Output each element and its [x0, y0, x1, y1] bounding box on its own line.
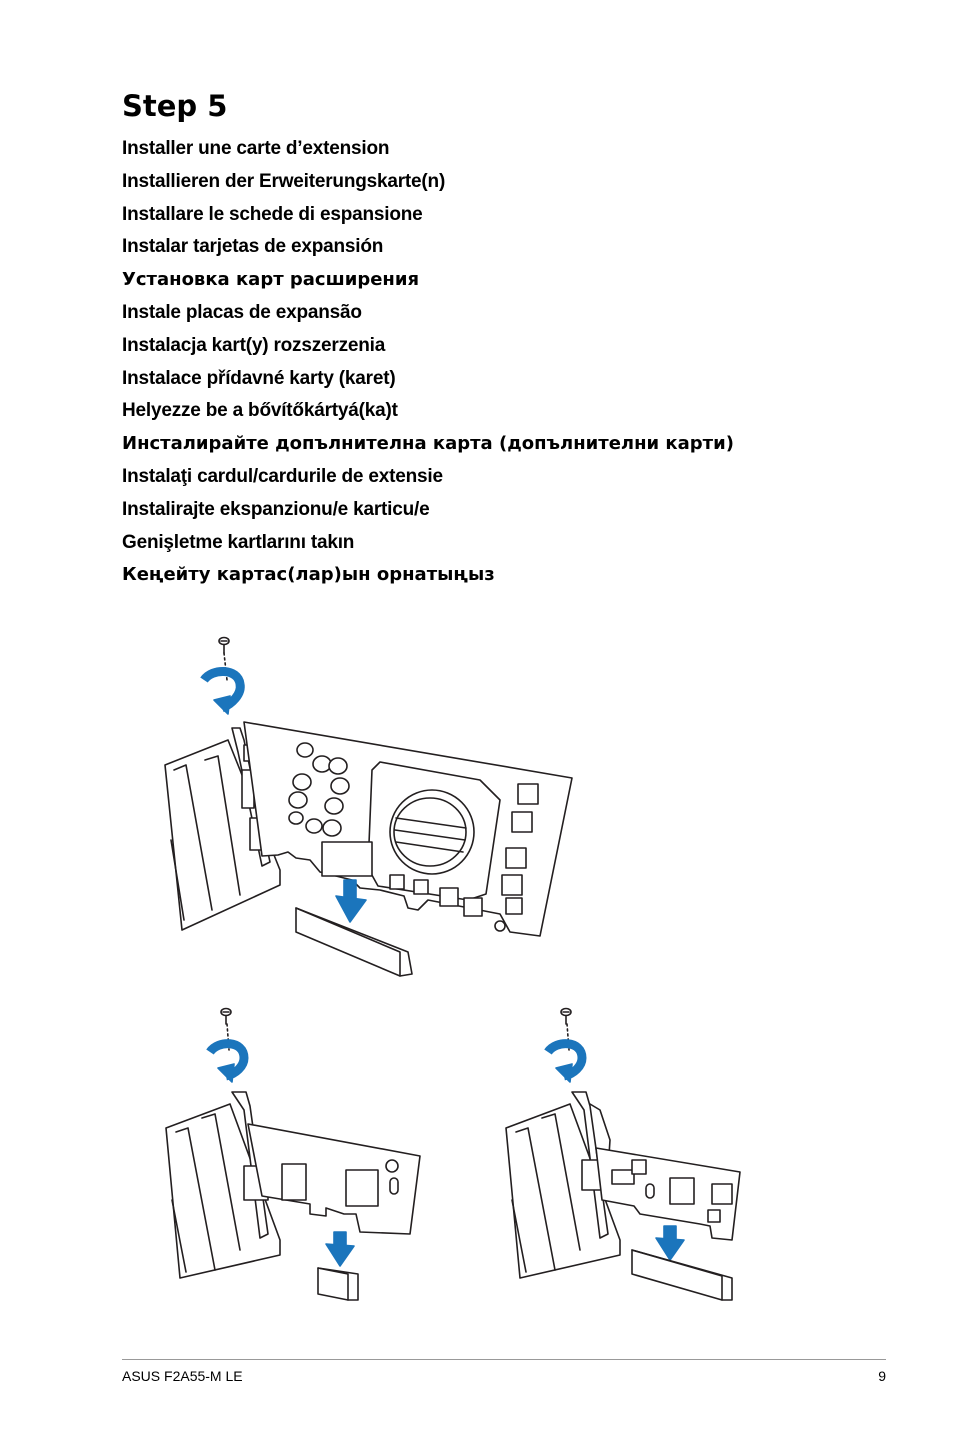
list-item: Кеңейту картас(лар)ын орнатыңыз [122, 564, 495, 586]
list-item: Genişletme kartlarını takın [122, 531, 355, 553]
down-arrow-icon [335, 879, 367, 923]
language-list: Installer une carte d’extension Installi… [122, 136, 734, 595]
list-item: Instalacja kart(y) rozszerzenia [122, 334, 386, 356]
page-title: Step 5 [122, 89, 228, 123]
low-profile-card-illustration [505, 1007, 741, 1301]
list-item: Helyezze be a bővítőkártyá(ka)t [122, 400, 398, 422]
list-item: Installare le schede di espansione [122, 203, 423, 225]
large-graphics-card-illustration [164, 636, 573, 977]
list-item: Инсталирайте допълнителна карта (допълни… [122, 433, 734, 455]
footer-page-number: 9 [878, 1368, 886, 1384]
list-item: Instalaţi cardul/cardurile de extensie [122, 465, 443, 487]
down-arrow-icon [325, 1231, 355, 1267]
footer-rule [122, 1359, 886, 1360]
rotate-arrow-icon [206, 1039, 249, 1083]
list-item: Instalace přídavné karty (karet) [122, 367, 396, 389]
down-arrow-icon [655, 1225, 685, 1261]
list-item: Instale placas de expansão [122, 301, 362, 323]
list-item: Установка карт расширения [122, 269, 420, 291]
list-item: Installer une carte d’extension [122, 138, 390, 159]
rotate-arrow-icon [544, 1039, 587, 1083]
list-item: Instalirajte ekspanzionu/e karticu/e [122, 498, 430, 520]
footer-product: ASUS F2A55-M LE [122, 1368, 243, 1384]
small-x1-card-illustration [165, 1007, 421, 1301]
list-item: Instalar tarjetas de expansión [122, 236, 384, 258]
list-item: Installieren der Erweiterungskarte(n) [122, 170, 446, 192]
rotate-arrow-icon [200, 667, 245, 715]
